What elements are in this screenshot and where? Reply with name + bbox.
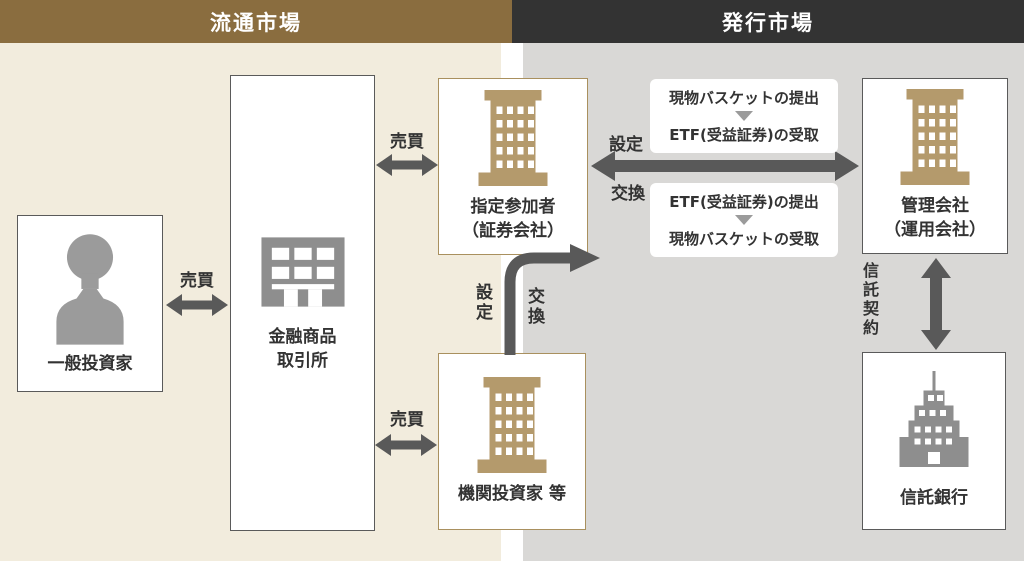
trust-bank-label: 信託銀行	[900, 488, 968, 509]
curved-arrow-institutional-to-primary	[504, 244, 600, 355]
exchange-building-icon	[260, 237, 345, 307]
exchange-flow-label: 交換	[611, 184, 645, 204]
down-triangle-icon	[735, 111, 753, 121]
secondary-market-title: 流通市場	[210, 10, 302, 35]
institutional-investor-label: 機関投資家 等	[458, 483, 566, 504]
redemption-flow-line1: ETF(受益証券)の提出	[669, 193, 819, 211]
office-building-icon	[900, 89, 970, 186]
exchange-box: 金融商品 取引所	[230, 75, 375, 531]
management-company-label: 管理会社 （運用会社）	[884, 196, 986, 240]
down-triangle-icon	[735, 215, 753, 225]
general-investor-label: 一般投資家	[47, 353, 133, 374]
creation-flow-line1: 現物バスケットの提出	[668, 89, 819, 107]
double-arrow-exchange-institutional	[375, 434, 437, 456]
redemption-flow-note: ETF(受益証券)の提出 現物バスケットの受取	[650, 183, 838, 257]
institutional-investor-box: 機関投資家 等	[438, 353, 586, 530]
trust-agreement-label: 信託契約	[860, 262, 879, 338]
general-investor-box: 一般投資家	[17, 215, 163, 392]
trade-label-exchange-participant: 売買	[390, 132, 424, 152]
redemption-flow-line2: 現物バスケットの受取	[668, 230, 819, 248]
trade-label-investor-exchange: 売買	[180, 271, 214, 291]
bank-building-icon	[899, 371, 969, 468]
secondary-market-header: 流通市場	[0, 0, 512, 43]
office-building-icon	[477, 376, 547, 473]
double-arrow-investor-exchange	[166, 294, 228, 316]
trust-bank-box: 信託銀行	[862, 352, 1006, 530]
designated-participant-label: 指定参加者 （証券会社）	[462, 196, 564, 241]
creation-label: 設定	[609, 135, 643, 155]
primary-market-title: 発行市場	[722, 10, 814, 35]
double-arrow-participant-management	[591, 151, 859, 181]
office-building-icon	[478, 89, 548, 186]
creation-flow-note: 現物バスケットの提出 ETF(受益証券)の受取	[650, 79, 838, 153]
double-arrow-management-trustbank	[921, 258, 951, 350]
management-company-box: 管理会社 （運用会社）	[862, 78, 1008, 254]
person-icon	[56, 233, 124, 345]
exchange-label: 金融商品 取引所	[268, 327, 337, 371]
trade-label-exchange-institutional: 売買	[390, 410, 424, 430]
exchange-label-vertical: 交換	[524, 287, 544, 327]
creation-flow-line2: ETF(受益証券)の受取	[669, 126, 819, 144]
designated-participant-box: 指定参加者 （証券会社）	[438, 78, 588, 255]
primary-market-header: 発行市場	[512, 0, 1024, 43]
double-arrow-exchange-participant	[376, 154, 438, 176]
creation-label-vertical: 設定	[472, 283, 492, 323]
